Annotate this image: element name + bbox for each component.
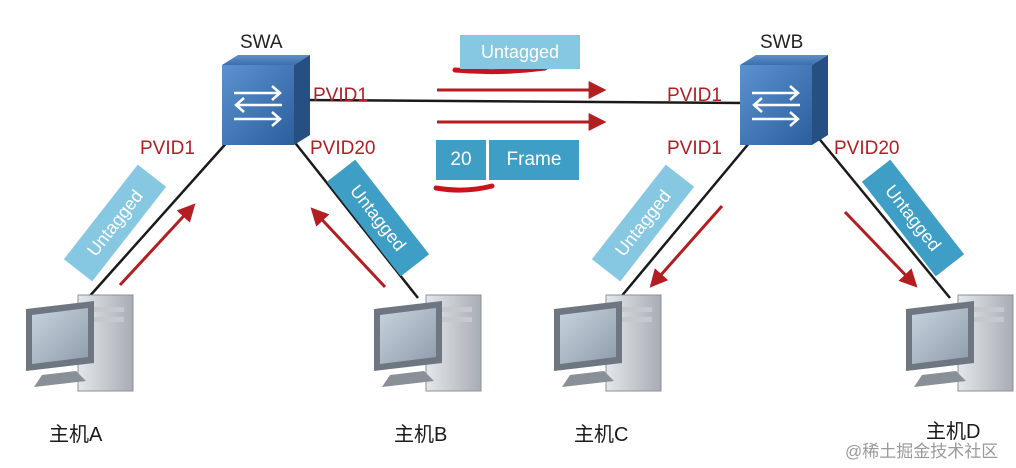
frame-tag-trunk-untagged: Untagged (460, 35, 580, 69)
arrow-host-b-to-swa (310, 207, 387, 289)
frame-payload: Frame (489, 140, 579, 180)
host-label-b: 主机B (394, 424, 448, 446)
watermark-text: @稀土掘金技术社区 (845, 442, 999, 461)
port-label-swb-trunk: PVID1 (667, 85, 722, 106)
frame-tag-trunk-vlan20: 20 Frame (436, 140, 579, 180)
arrow-swb-to-host-d (843, 210, 918, 288)
switch-b-label: SWB (760, 32, 804, 53)
switch-icon (740, 55, 828, 145)
switch-icon (222, 55, 310, 145)
pc-icon (554, 294, 662, 392)
switch-a-label: SWA (240, 32, 283, 53)
host-label-a: 主机A (49, 424, 103, 446)
host-label-c: 主机C (574, 424, 629, 446)
pc-icon (374, 294, 482, 392)
port-label-swa-trunk: PVID1 (313, 85, 368, 106)
trunk-link (299, 98, 746, 105)
port-label-swa-host-b: PVID20 (310, 138, 376, 159)
arrow-swb-to-host-c (649, 205, 724, 288)
pc-icon (906, 294, 1014, 392)
host-label-d: 主机D (926, 421, 981, 443)
highlight-stroke-vlan (433, 183, 495, 193)
link-swb-host-c (619, 129, 761, 299)
arrow-host-a-to-swa (118, 203, 196, 287)
port-label-swb-host-d: PVID20 (834, 138, 900, 159)
port-label-swa-host-a: PVID1 (140, 138, 195, 159)
link-swb-host-d (811, 129, 951, 299)
port-label-swb-host-c: PVID1 (667, 138, 722, 159)
highlight-stroke-untagged (452, 65, 548, 75)
pc-icon (26, 294, 134, 392)
link-swa-host-a (87, 129, 239, 299)
frame-vlan-id: 20 (436, 140, 489, 180)
